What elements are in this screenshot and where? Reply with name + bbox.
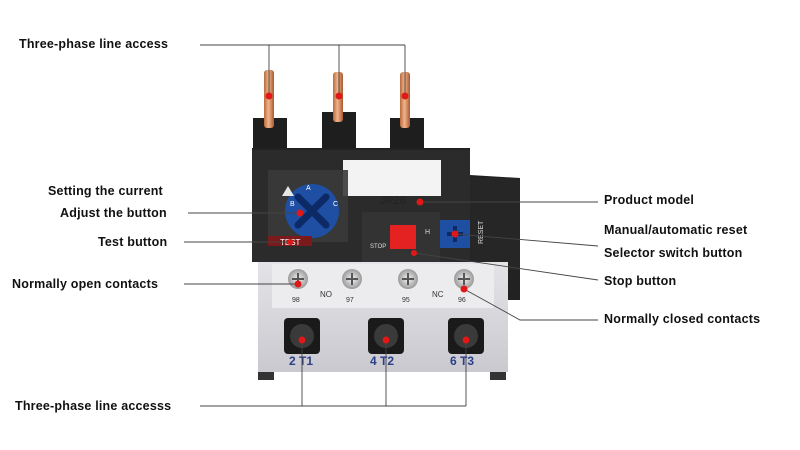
- dial-mark-c: C: [333, 201, 338, 208]
- terminal-t1-label: 2 T1: [289, 354, 313, 368]
- nc-label: NC: [432, 290, 444, 299]
- terminal-96-label: 96: [458, 297, 466, 304]
- dot-pin-3: [401, 92, 409, 100]
- main-terminal-t2[interactable]: [374, 324, 398, 348]
- dial-mark-a: A: [306, 185, 311, 192]
- dot-selector: [451, 230, 459, 238]
- dial-mark-b: B: [290, 201, 295, 208]
- terminal-98-label: 98: [292, 297, 300, 304]
- model-label: [343, 160, 441, 196]
- stop-button[interactable]: [390, 225, 416, 249]
- dot-no-contact: [294, 280, 302, 288]
- model-text: JR28: [380, 195, 406, 207]
- dot-dial: [296, 209, 304, 217]
- main-terminal-t1[interactable]: [290, 324, 314, 348]
- label-setting-current: Setting the current: [48, 184, 163, 198]
- main-terminal-t3[interactable]: [454, 324, 478, 348]
- label-normally-closed: Normally closed contacts: [604, 312, 761, 326]
- label-selector-switch: Selector switch button: [604, 246, 743, 260]
- terminal-97-label: 97: [346, 297, 354, 304]
- dot-model: [416, 198, 424, 206]
- terminal-t3-label: 6 T3: [450, 354, 474, 368]
- dot-pin-1: [265, 92, 273, 100]
- dot-t2: [382, 336, 390, 344]
- dot-t1: [298, 336, 306, 344]
- h-text: H: [425, 229, 430, 236]
- relay-body: A B C TEST JR28 STOP H RESET 98 NO 97 95…: [252, 70, 520, 380]
- terminal-t2-label: 4 T2: [370, 354, 394, 368]
- label-test-button: Test button: [98, 235, 168, 249]
- label-three-phase-bottom: Three-phase line accesss: [15, 399, 172, 413]
- dot-stop: [411, 250, 417, 256]
- no-label: NO: [320, 290, 332, 299]
- terminal-95-label: 95: [402, 297, 410, 304]
- label-manual-auto-reset: Manual/automatic reset: [604, 223, 748, 237]
- dot-test: [287, 239, 293, 245]
- dot-nc-contact: [460, 285, 468, 293]
- callout-dots: [265, 92, 470, 344]
- dot-pin-2: [335, 92, 343, 100]
- stop-text: STOP: [370, 244, 386, 250]
- callout-lines: [184, 44, 599, 407]
- label-stop-button: Stop button: [604, 274, 677, 288]
- copper-pin-3: [400, 72, 410, 128]
- reset-text: RESET: [478, 220, 485, 244]
- label-product-model: Product model: [604, 193, 695, 207]
- label-normally-open: Normally open contacts: [12, 277, 159, 291]
- label-adjust-button: Adjust the button: [60, 206, 167, 220]
- label-three-phase-top: Three-phase line access: [19, 37, 169, 51]
- dot-t3: [462, 336, 470, 344]
